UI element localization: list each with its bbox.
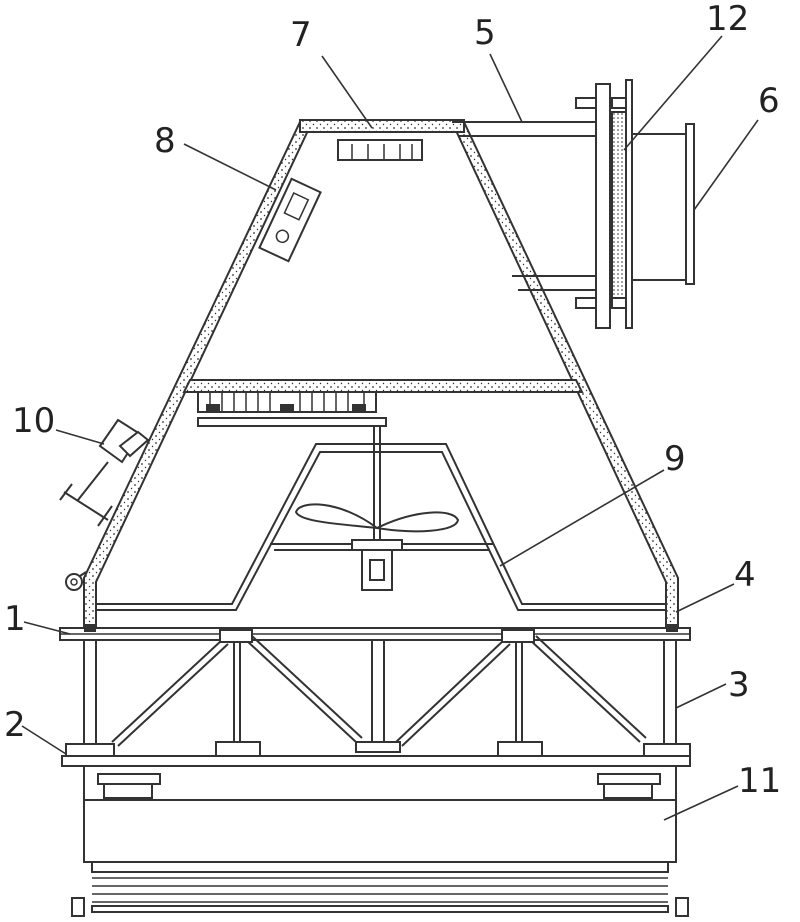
latch — [59, 418, 150, 591]
label-11: 11 — [738, 761, 781, 801]
base-unit — [71, 765, 689, 917]
label-1: 1 — [4, 599, 26, 639]
truss-frame — [83, 629, 677, 757]
part-labels: 7 5 12 6 8 9 10 4 1 3 2 11 — [4, 0, 781, 801]
upper-deck — [59, 624, 691, 641]
label-2: 2 — [4, 705, 26, 745]
label-3: 3 — [728, 665, 750, 705]
filter-layer — [182, 379, 584, 427]
label-5: 5 — [474, 13, 496, 53]
duct — [452, 121, 596, 291]
leader-lines — [21, 35, 759, 821]
fan-assembly — [294, 426, 460, 591]
label-12: 12 — [706, 0, 749, 39]
label-10: 10 — [12, 401, 55, 441]
flange-assembly — [575, 79, 695, 329]
control-panel — [258, 177, 322, 263]
label-6: 6 — [758, 81, 780, 121]
sensor-block — [337, 139, 423, 161]
label-4: 4 — [734, 555, 756, 595]
label-7: 7 — [290, 15, 312, 55]
label-9: 9 — [664, 439, 686, 479]
label-8: 8 — [154, 121, 176, 161]
